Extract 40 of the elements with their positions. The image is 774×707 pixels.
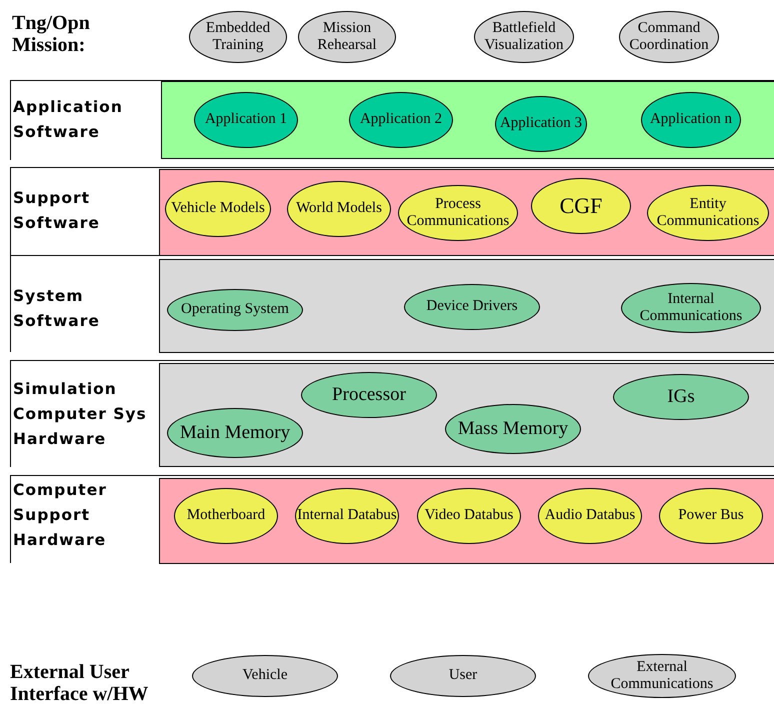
component-label: Entity Communications	[656, 196, 760, 230]
component-label: Application 2	[360, 111, 442, 129]
component-label: Application 1	[204, 111, 288, 129]
component-label: Application n	[650, 111, 732, 129]
layer-row	[10, 475, 774, 563]
component-label: External Communications	[610, 658, 714, 694]
component-label: Video Databus	[424, 507, 514, 525]
component-label: Power Bus	[678, 507, 744, 525]
component-label: Processor	[332, 384, 406, 406]
component-label: Internal Databus	[297, 507, 397, 525]
layer-label: Computer Support Hardware	[13, 480, 108, 551]
component-label: World Models	[296, 200, 382, 218]
component-label: Mass Memory	[458, 418, 568, 440]
component-label: Process Communications	[406, 196, 510, 230]
component-label: Motherboard	[186, 507, 266, 525]
layer-row	[10, 255, 774, 352]
row-heading: Tng/Opn Mission:	[12, 12, 91, 56]
row-heading: External User Interface w/HW	[10, 661, 150, 705]
component-label: Embedded Training	[204, 20, 272, 54]
component-label: Internal Communications	[638, 290, 744, 326]
component-label: Main Memory	[180, 422, 290, 444]
component-label: Mission Rehearsal	[316, 20, 378, 54]
component-label: Audio Databus	[544, 507, 636, 525]
layer-label: Application Software	[13, 97, 124, 143]
layer-label: System Software	[13, 286, 101, 332]
component-label: CGF	[560, 193, 602, 219]
component-label: Operating System	[181, 301, 289, 319]
layer-label: Simulation Computer Sys Hardware	[13, 379, 148, 450]
component-label: Vehicle	[242, 667, 288, 685]
layer-row	[10, 360, 774, 467]
layer-row	[10, 80, 774, 160]
component-label: Battlefield Visualization	[483, 20, 565, 54]
component-label: IGs	[667, 386, 695, 408]
component-label: Vehicle Models	[171, 200, 265, 218]
layer-label: Support Software	[13, 188, 101, 234]
component-label: User	[448, 667, 478, 685]
component-label: Command Coordination	[628, 20, 710, 54]
layer-row	[10, 167, 774, 255]
component-label: Device Drivers	[426, 298, 518, 316]
component-label: Application 3	[500, 115, 582, 133]
